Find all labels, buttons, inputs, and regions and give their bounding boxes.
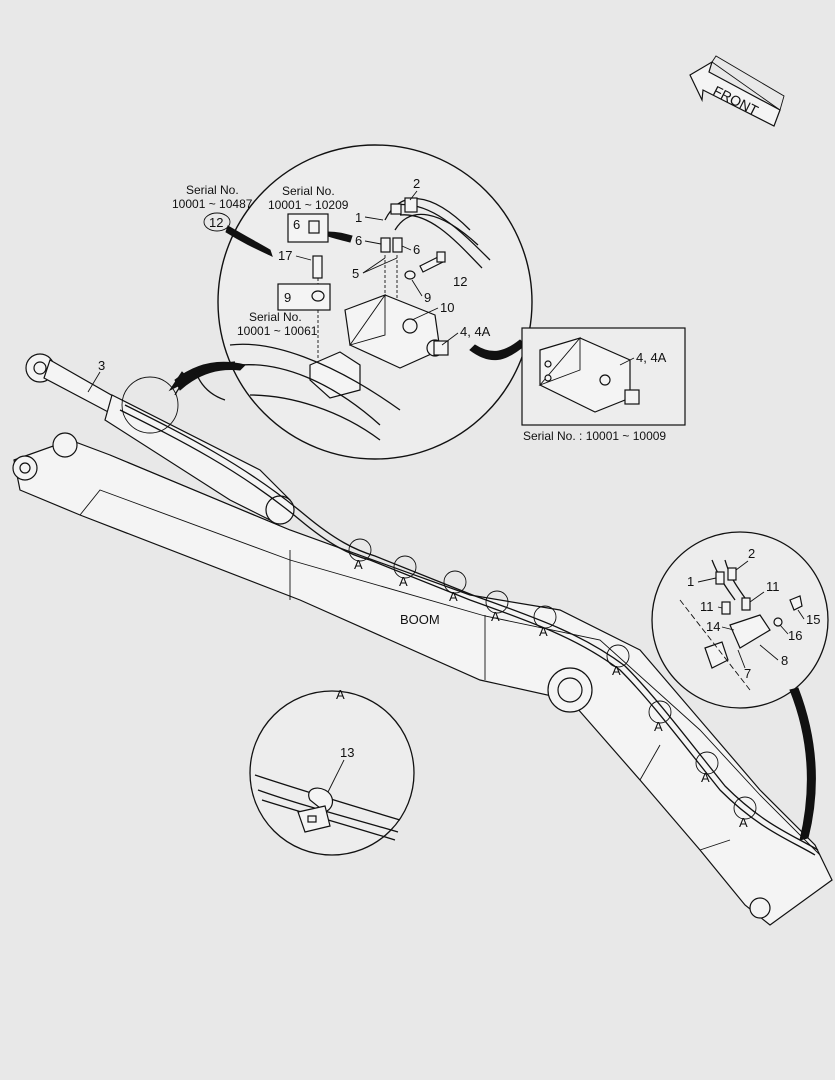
callout-17: 17 [278,248,292,263]
a-mark: A [739,815,748,830]
valve-detail: 2 1 6 6 5 12 9 10 4, 4A 17 9 6 Serial No… [174,144,533,460]
valve-variant-box: 4, 4A Serial No. : 10001 ~ 10009 [521,327,686,443]
callout-4: 4, 4A [460,324,491,339]
a-mark: A [654,719,663,734]
callout-8: 8 [781,653,788,668]
clamp-markers: A A A A A A A A A [121,376,757,830]
serial-2-title: Serial No. [282,184,335,198]
serial-3-title: Serial No. [249,310,302,324]
serial-2-range: 10001 ~ 10209 [268,198,349,212]
detail-a: A 13 [249,687,415,856]
callout-10: 10 [440,300,454,315]
serial-4: Serial No. : 10001 ~ 10009 [523,429,666,443]
callout-6a: 6 [293,217,300,232]
callout-13: 13 [340,745,354,760]
detail-a-label: A [336,687,345,702]
callout-2: 2 [413,176,420,191]
end-detail: 2 1 11 11 15 14 16 8 7 [651,531,829,709]
callout-7: 7 [744,666,751,681]
callout-14: 14 [706,619,720,634]
callout-2b: 2 [748,546,755,561]
callout-16: 16 [788,628,802,643]
callout-3: 3 [98,358,105,373]
callout-1: 1 [355,210,362,225]
serial-1-title: Serial No. [186,183,239,197]
a-mark: A [612,663,621,678]
callout-9b: 9 [424,290,431,305]
a-mark: A [701,770,710,785]
serial-1-range: 10001 ~ 10487 [172,197,253,211]
a-mark: A [399,574,408,589]
callout-6b: 6 [355,233,362,248]
serial-labels: Serial No. 10001 ~ 10487 12 Serial No. 1… [172,183,353,257]
a-mark: A [449,589,458,604]
callout-11a: 11 [766,579,780,594]
front-arrow: FRONT [689,55,785,127]
callout-1b: 1 [687,574,694,589]
callout-15: 15 [806,612,820,627]
boom-label: BOOM [400,612,440,627]
callout-4b: 4, 4A [636,350,667,365]
callout-12b: 12 [453,274,467,289]
a-mark: A [354,557,363,572]
callout-12a: 12 [209,215,223,230]
a-mark: A [539,624,548,639]
callout-5: 5 [352,266,359,281]
callout-9a: 9 [284,290,291,305]
callout-11b: 11 [700,599,714,614]
callout-6c: 6 [413,242,420,257]
serial-3-range: 10001 ~ 10061 [237,324,318,338]
boom: BOOM [12,439,833,926]
a-mark: A [491,609,500,624]
